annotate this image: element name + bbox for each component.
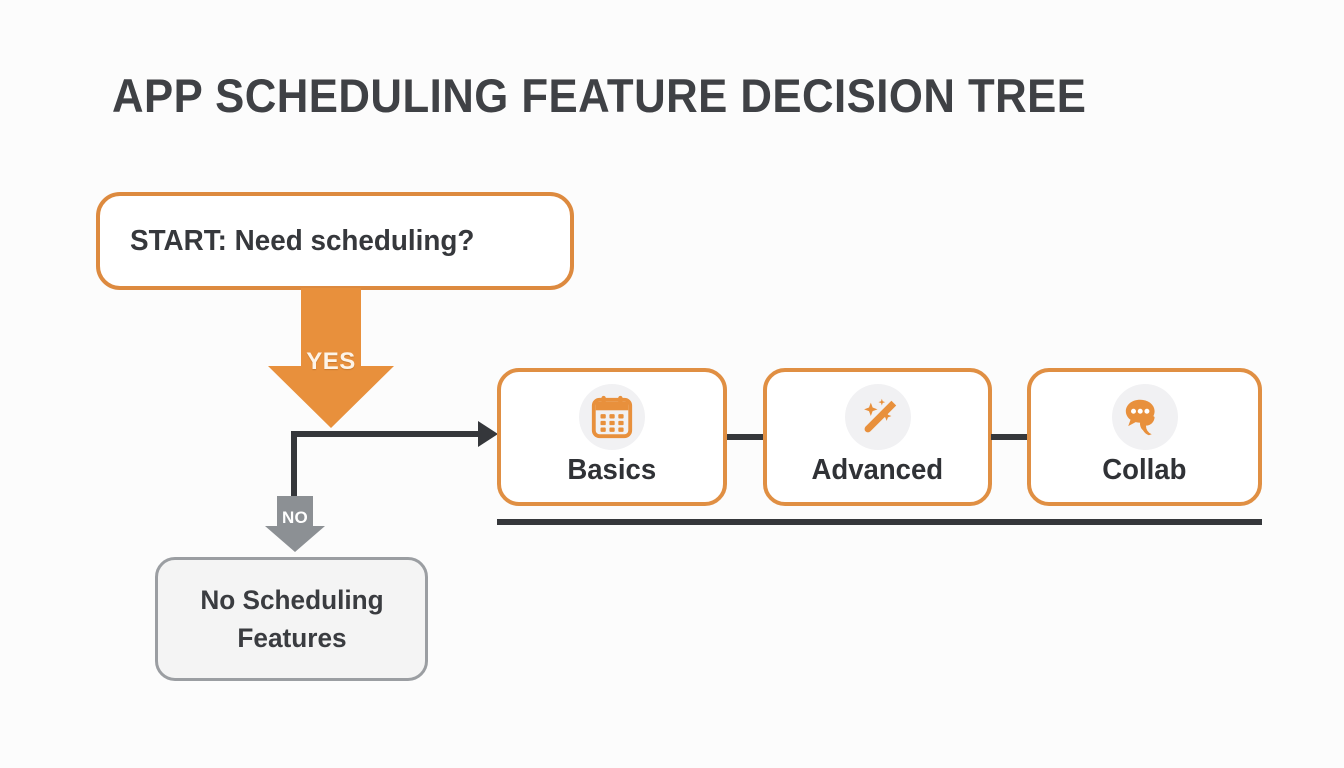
feature-card-advanced[interactable]: Advanced xyxy=(763,368,992,506)
elbow-connector-vertical xyxy=(291,431,297,509)
no-scheduling-line-1: No Scheduling xyxy=(199,584,384,615)
feature-card-basics[interactable]: Basics xyxy=(497,368,727,506)
no-arrow-icon xyxy=(265,496,325,552)
start-node-label: START: Need scheduling? xyxy=(130,224,475,257)
start-node[interactable]: START: Need scheduling? xyxy=(96,192,574,290)
feature-card-advanced-label: Advanced xyxy=(811,454,944,486)
cards-baseline xyxy=(497,519,1262,525)
feature-card-collab-label: Collab xyxy=(1102,454,1187,486)
connector-advanced-collab xyxy=(991,434,1027,440)
elbow-arrowhead-icon xyxy=(478,421,498,447)
yes-branch-label: YES xyxy=(306,348,356,375)
calendar-icon-background xyxy=(579,384,645,450)
magic-wand-icon xyxy=(863,398,896,433)
no-scheduling-node[interactable]: No Scheduling Features xyxy=(155,557,428,681)
magic-wand-icon-background xyxy=(844,384,911,450)
no-branch-label: NO xyxy=(281,508,309,527)
chat-bubbles-icon xyxy=(1125,399,1155,436)
page-title: APP SCHEDULING FEATURE DECISION TREE xyxy=(112,69,1087,122)
elbow-connector-horizontal xyxy=(291,431,485,437)
no-scheduling-line-2: Features xyxy=(236,623,347,653)
connector-basics-advanced xyxy=(727,434,763,440)
feature-card-collab[interactable]: Collab xyxy=(1027,368,1262,506)
calendar-icon xyxy=(591,395,633,439)
no-scheduling-node-label: No Scheduling Features xyxy=(180,581,403,658)
feature-card-basics-label: Basics xyxy=(567,454,657,486)
chat-bubbles-icon-background xyxy=(1111,384,1178,450)
yes-arrow-icon xyxy=(268,288,394,428)
